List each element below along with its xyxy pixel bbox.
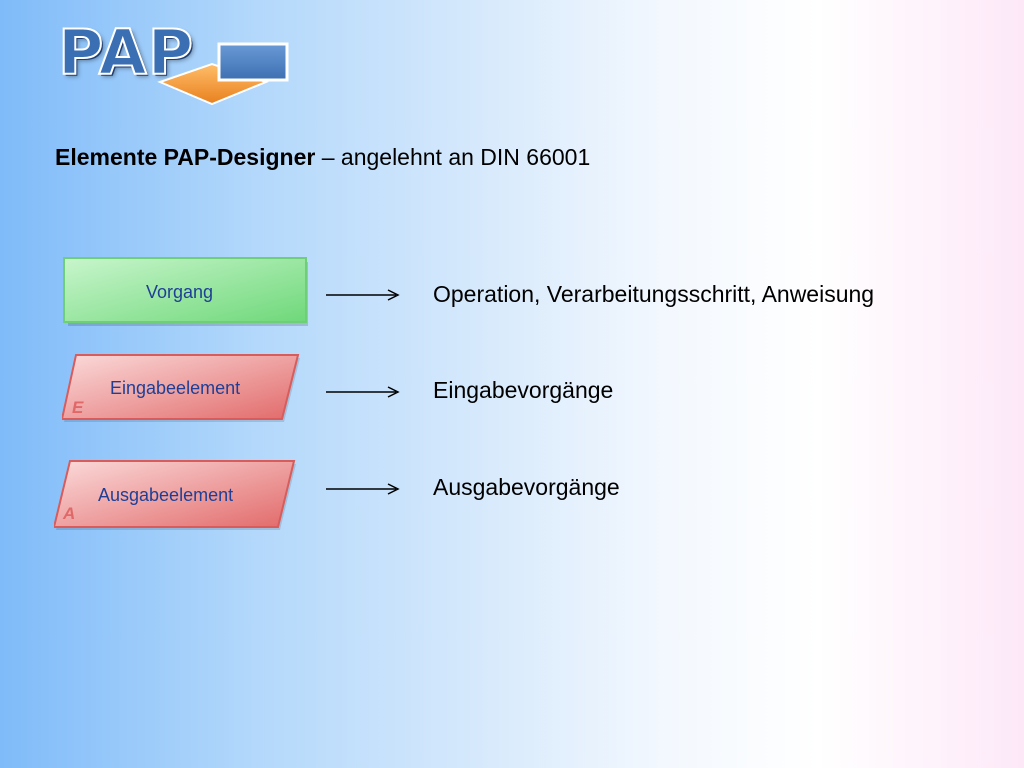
title-bold: Elemente PAP-Designer <box>55 144 316 170</box>
eingabe-letter: E <box>72 398 84 417</box>
ausgabe-parallelogram <box>54 460 296 530</box>
vorgang-shape: Vorgang <box>62 256 310 328</box>
ausgabe-shape: Ausgabeelement A <box>54 458 298 532</box>
title-rest: – angelehnt an DIN 66001 <box>315 144 591 170</box>
arrow-icon <box>326 386 400 398</box>
ausgabe-description: Ausgabevorgänge <box>433 474 620 500</box>
eingabe-label: Eingabeelement <box>110 378 241 398</box>
pap-logo: PAP <box>52 15 297 110</box>
arrow-icon <box>326 483 400 495</box>
logo-text: PAP <box>57 15 195 90</box>
ausgabe-letter: A <box>63 504 76 523</box>
vorgang-rectangle <box>63 257 308 326</box>
pap-logo-graphic <box>157 42 289 106</box>
eingabe-description: Eingabevorgänge <box>433 377 614 403</box>
eingabe-parallelogram <box>62 354 300 422</box>
ausgabe-label: Ausgabeelement <box>98 485 234 505</box>
vorgang-label: Vorgang <box>146 282 214 302</box>
page-title: Elemente PAP-Designer – angelehnt an DIN… <box>55 144 590 171</box>
eingabe-shape: Eingabeelement E <box>62 352 302 424</box>
vorgang-description: Operation, Verarbeitungsschritt, Anweisu… <box>433 281 875 307</box>
arrow-icon <box>326 289 400 301</box>
